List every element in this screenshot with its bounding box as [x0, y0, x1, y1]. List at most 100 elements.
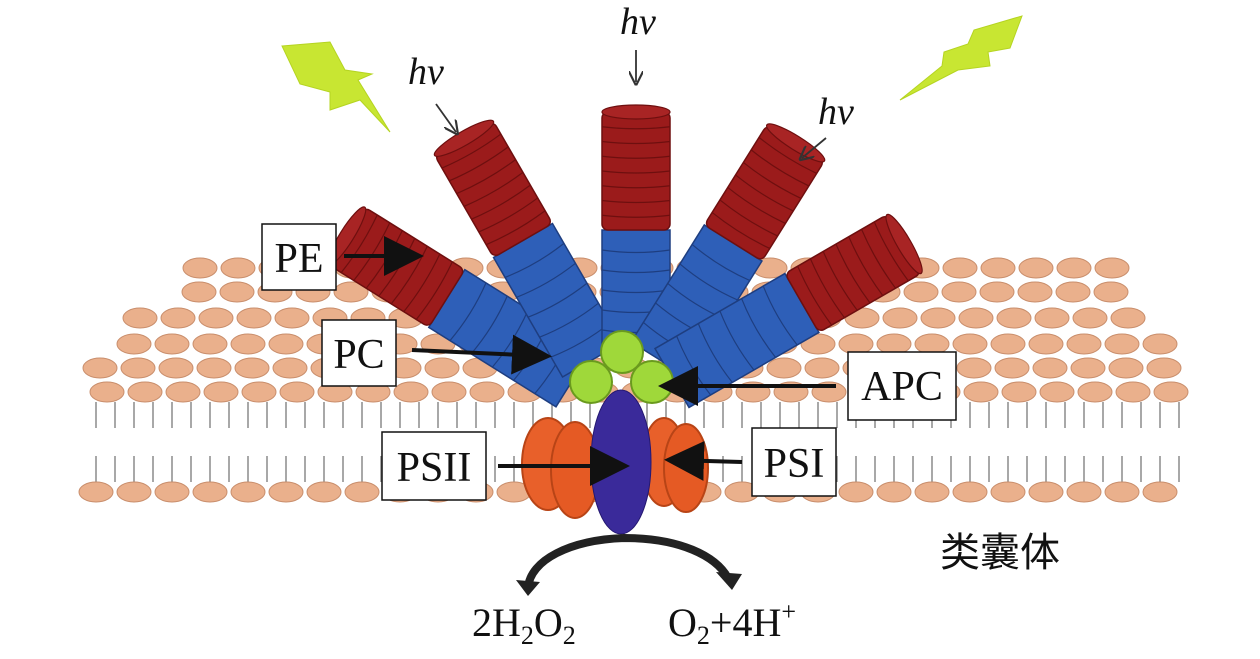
lipid-head [82, 357, 118, 379]
lipid-head [952, 481, 988, 503]
lipid-head [882, 307, 918, 329]
hv-label-right: hv [818, 91, 854, 133]
pe-rod-line [601, 214, 671, 218]
pe-rod-line [711, 211, 771, 250]
pe-rod-line [463, 171, 524, 207]
lipid-head [154, 333, 190, 355]
pe-rod-line [415, 261, 453, 320]
lipid-head [116, 333, 152, 355]
pc-rod-line [601, 249, 671, 254]
lipid-head [990, 333, 1026, 355]
lipid-head [1032, 357, 1068, 379]
psi-arrow [664, 440, 743, 481]
pe-rod-line [601, 199, 671, 204]
lipid-head [219, 281, 255, 303]
pe-rod-line [485, 210, 546, 246]
lipid-head [424, 357, 460, 379]
lipid-head [230, 333, 266, 355]
lipid-head [268, 481, 304, 503]
pe-rod-line [471, 184, 531, 220]
pe-rod-line [478, 197, 539, 233]
pc-rod-line [762, 285, 798, 346]
lipid-head [230, 481, 266, 503]
lipid-head [994, 357, 1030, 379]
lipid-head [804, 357, 840, 379]
hv-arrow-right [802, 137, 827, 158]
lipid-head [942, 257, 978, 279]
lipid-head [89, 381, 125, 403]
lightning-right-icon [899, 15, 1023, 101]
pe-rod-line [822, 251, 858, 311]
lipid-head [1034, 307, 1070, 329]
pe-rod-line [601, 140, 671, 145]
lipid-head [1072, 307, 1108, 329]
pe-rod-line [797, 265, 833, 326]
pc-arrow [411, 334, 552, 375]
lipid-head [234, 357, 270, 379]
lipid-head [941, 281, 977, 303]
reaction-curve [524, 533, 732, 589]
psii-box [381, 431, 487, 501]
lipid-head [1017, 281, 1053, 303]
apc-box [847, 351, 957, 421]
lipid-head [1055, 281, 1091, 303]
lipid-head [1066, 333, 1102, 355]
pe-rod-line [601, 155, 671, 159]
pe-rod-line [441, 133, 502, 169]
lipid-head [1110, 307, 1146, 329]
psi-complex [641, 417, 709, 513]
lipid-head [196, 357, 232, 379]
pe-rod-line [601, 185, 671, 189]
pe-rod-line [809, 258, 845, 319]
lipid-head [1094, 257, 1130, 279]
pe-label: PE [274, 236, 323, 282]
lipid-head [116, 481, 152, 503]
lipid-head [122, 307, 158, 329]
lipid-head [1001, 381, 1037, 403]
pc-rod-line [741, 298, 777, 358]
lipid-head [956, 357, 992, 379]
lipid-head [1028, 481, 1064, 503]
lipid-head [920, 307, 956, 329]
psi-label: PSI [764, 441, 825, 487]
lipid-head [1077, 381, 1113, 403]
pc-rod-line [697, 323, 733, 383]
reactant-formula: 2H2O2 [472, 600, 576, 650]
lipid-head [272, 357, 308, 379]
lipid-head [876, 333, 912, 355]
pe-rod-line [835, 243, 871, 304]
pe-rod-line [353, 222, 391, 281]
lipid-head [914, 333, 950, 355]
lipid-head [198, 307, 234, 329]
lipid-head [838, 333, 874, 355]
reaction-arrowhead-icon [716, 572, 742, 590]
lipid-head [333, 281, 369, 303]
lipid-head [181, 281, 217, 303]
pe-rod-line [860, 229, 897, 289]
lipid-head [192, 333, 228, 355]
lipid-head [393, 381, 429, 403]
rod-4 [630, 123, 826, 380]
lipid-head [1108, 357, 1144, 379]
pe-rod-line [449, 146, 509, 182]
lipid-head [766, 357, 802, 379]
lipid-head [241, 381, 277, 403]
pc-box [321, 319, 397, 387]
pe-rod-line [390, 245, 428, 305]
pe-rod-line [735, 174, 794, 212]
lipid-head [990, 481, 1026, 503]
pc-label: PC [333, 332, 384, 378]
lipid-head [963, 381, 999, 403]
pc-rod-line [470, 295, 508, 355]
hv-label-left: hv [408, 51, 444, 93]
lipid-head [306, 481, 342, 503]
lipid-head [980, 257, 1016, 279]
lipid-head [1028, 333, 1064, 355]
lipid-head [160, 307, 196, 329]
hv-label-top: hv [620, 1, 656, 43]
lipid-head [1146, 357, 1182, 379]
pe-rod-line [848, 236, 884, 296]
lipid-head [1104, 333, 1140, 355]
